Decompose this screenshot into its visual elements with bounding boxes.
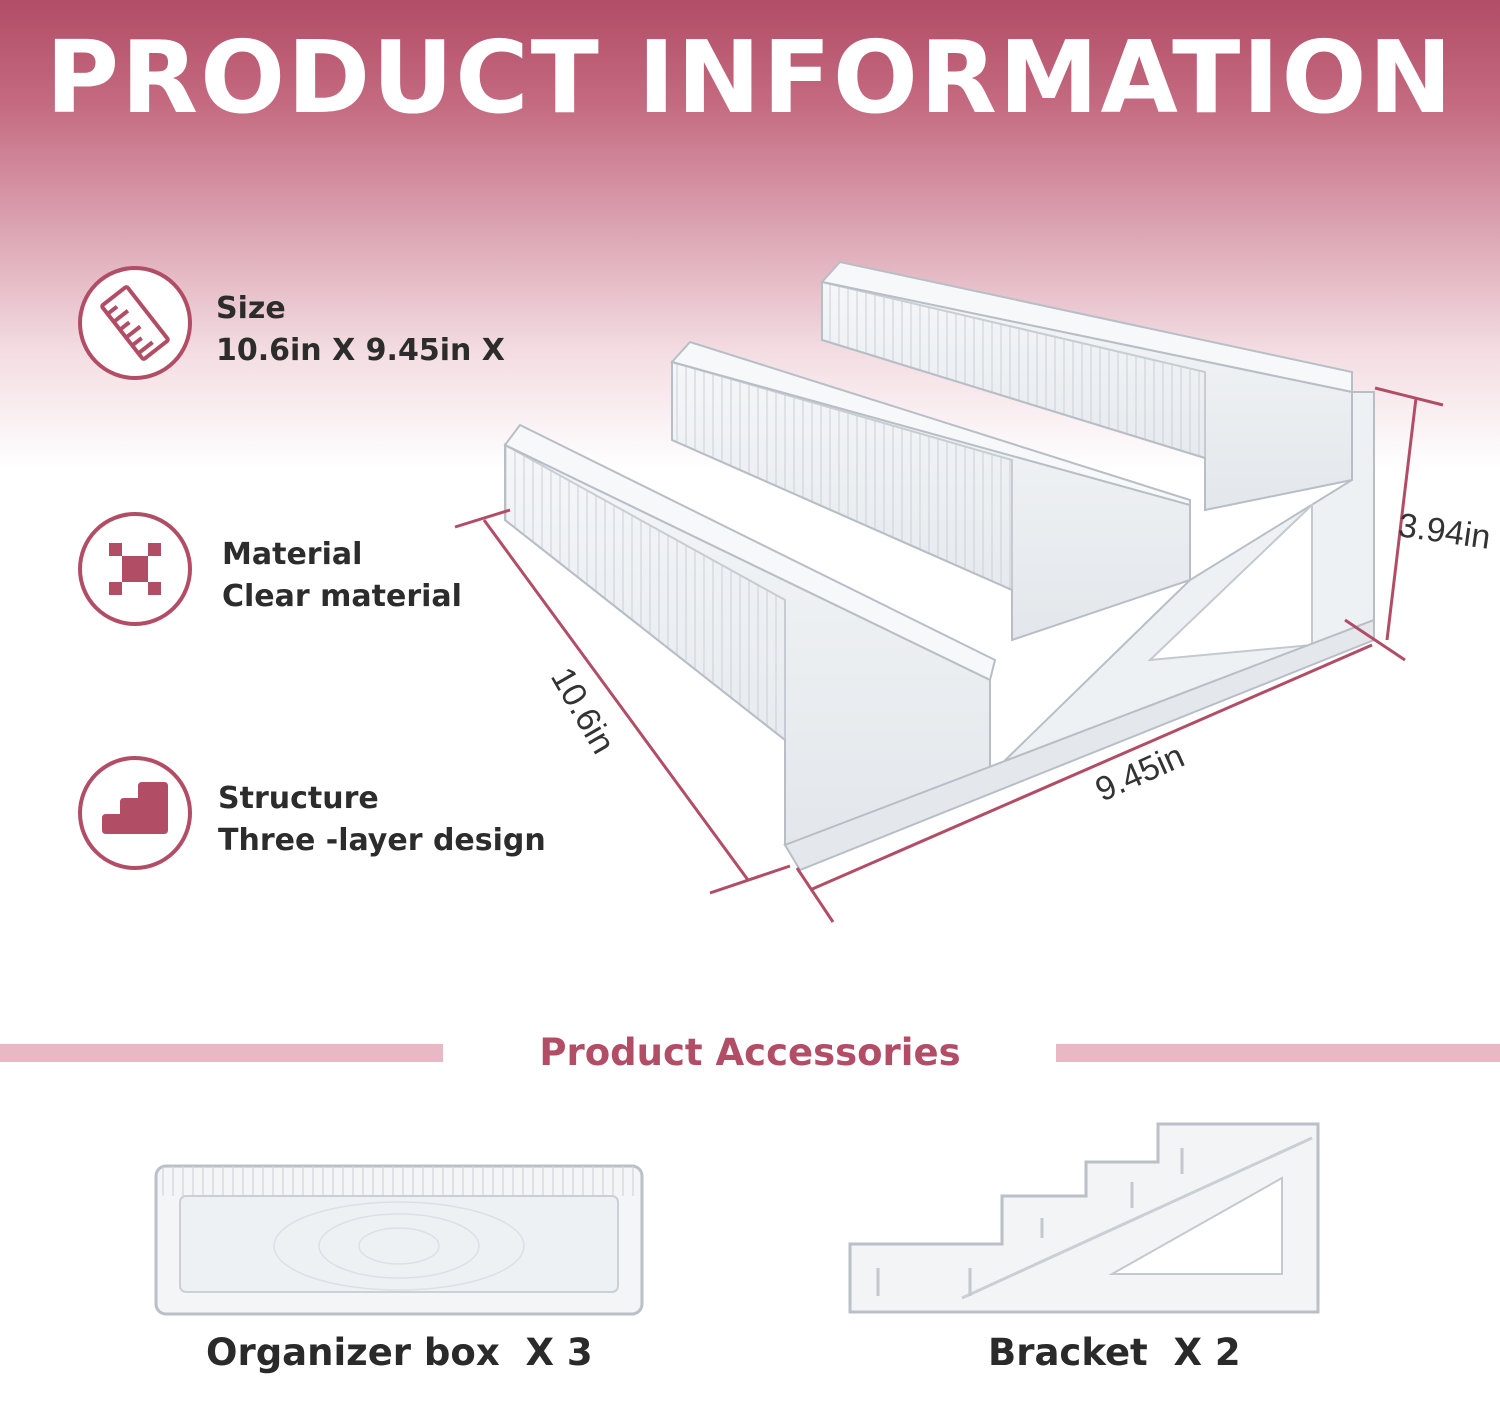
organizer-box-image xyxy=(154,1164,644,1316)
dimension-lines xyxy=(454,386,1444,923)
feature-size: Size 10.6in X 9.45in X xyxy=(78,266,678,390)
feature-structure-value: Three -layer design xyxy=(218,823,546,858)
bracket-image xyxy=(848,1122,1320,1314)
feature-structure: Structure Three -layer design xyxy=(78,756,678,880)
dimension-depth-label: 10.6in xyxy=(543,661,622,760)
shelf-rack xyxy=(503,260,1375,872)
organizer-box-label: Organizer box X 3 xyxy=(206,1331,593,1374)
feature-material: Material Clear material xyxy=(78,512,678,636)
ruler-icon xyxy=(78,266,192,380)
feature-size-label: Size xyxy=(216,291,286,326)
feature-material-label: Material xyxy=(222,537,363,572)
divider-right xyxy=(1056,1044,1500,1062)
accessories-title: Product Accessories xyxy=(539,1031,961,1074)
feature-material-value: Clear material xyxy=(222,579,462,614)
divider-left xyxy=(0,1044,443,1062)
feature-size-value: 10.6in X 9.45in X xyxy=(216,333,505,368)
bracket-label: Bracket X 2 xyxy=(988,1331,1241,1374)
product-image: 10.6in 9.45in 3.94in xyxy=(454,260,1493,923)
checkerboard-icon xyxy=(78,512,192,626)
dimension-height-label: 3.94in xyxy=(1396,506,1493,557)
page-title: PRODUCT INFORMATION xyxy=(45,19,1455,136)
stairs-icon xyxy=(78,756,192,870)
feature-structure-label: Structure xyxy=(218,781,379,816)
